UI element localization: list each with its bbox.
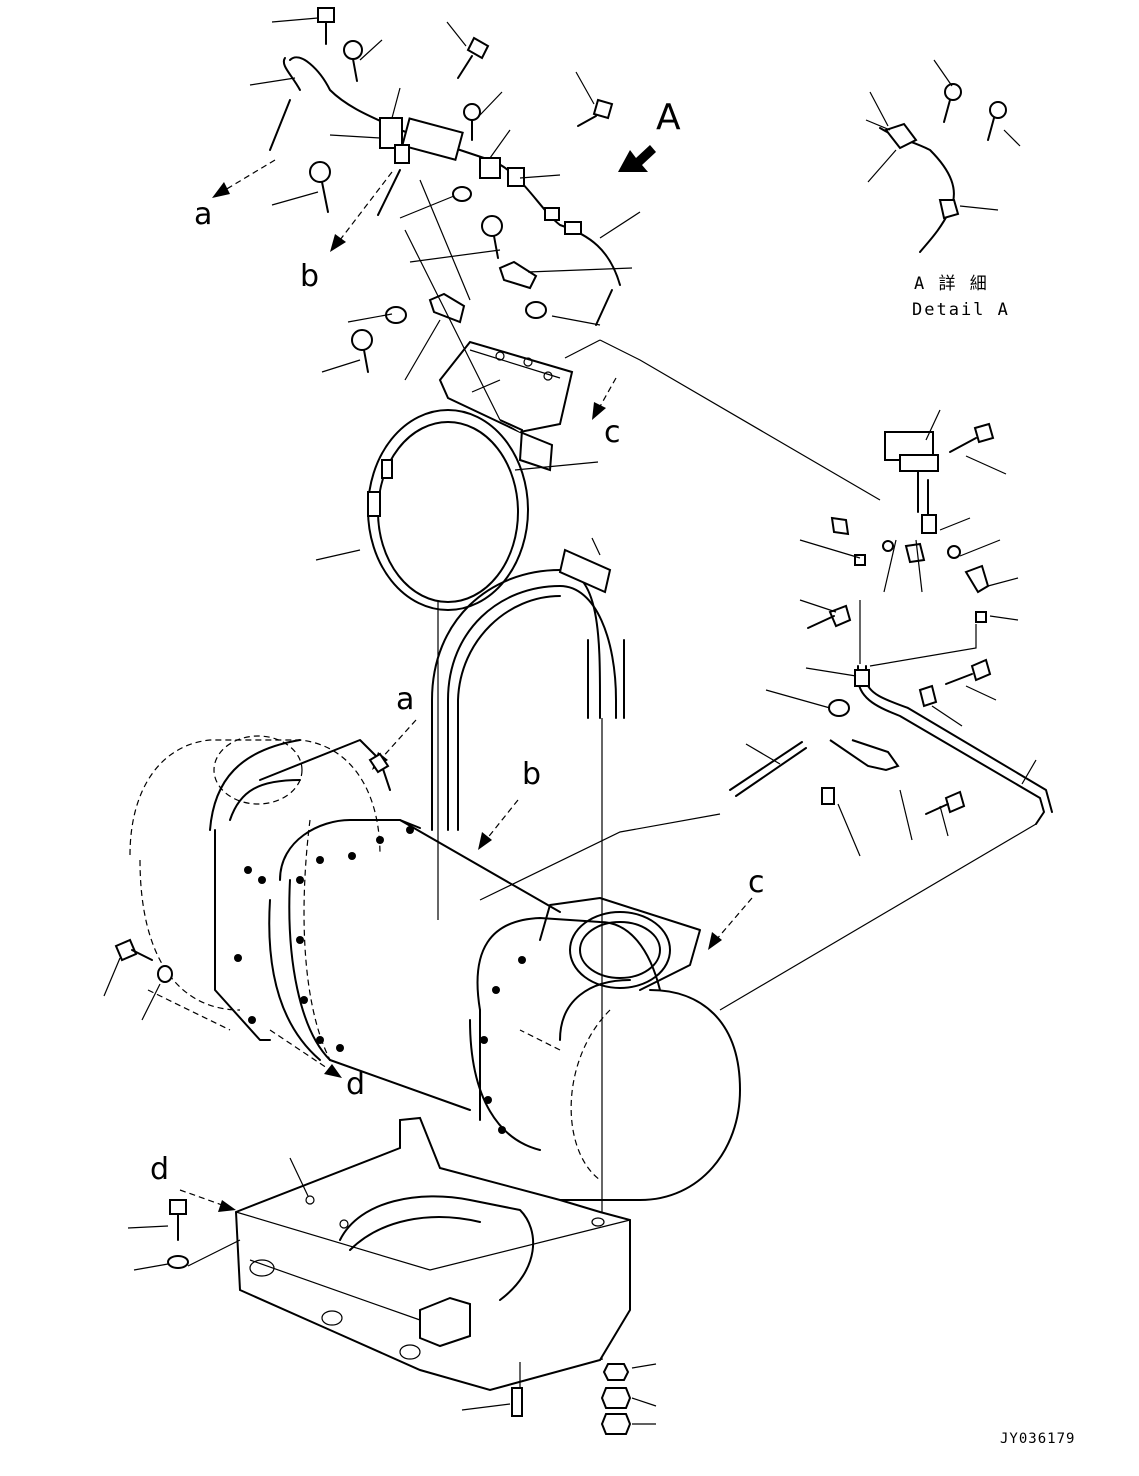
bolt-icon [317, 7, 335, 45]
reference-label-d-mid: d [346, 1067, 366, 1102]
bolt-icon [481, 215, 503, 259]
reference-arrow-a-top [212, 159, 276, 198]
drawing-code: JY036179 [1000, 1431, 1076, 1447]
bolt-icon [351, 329, 373, 373]
bolt-icon [457, 36, 490, 79]
bolt-icon [925, 790, 966, 815]
strap-band [315, 409, 529, 611]
reference-arrow-b-top [330, 171, 393, 252]
reference-label-c-mid: c [748, 865, 765, 900]
reference-arrow-c-mid [708, 897, 753, 950]
reference-arrow-c-top [592, 377, 617, 420]
bolt-icon [463, 103, 481, 141]
reference-arrow-d-low [179, 1189, 236, 1212]
reference-label-a-mid: a [396, 682, 415, 717]
bolt-icon [169, 1199, 187, 1241]
pressure-sensor-assembly [479, 409, 1053, 1011]
bolt-icon [343, 40, 363, 82]
bolt-icon [949, 422, 995, 453]
bolt-icon [309, 161, 331, 213]
bolt-icon [577, 98, 614, 127]
reference-arrow-a-mid [368, 719, 417, 774]
detail-title-ja: A 詳 細 [914, 274, 989, 294]
reference-arrow-b-mid [478, 799, 519, 850]
reference-label-a-top: a [194, 197, 213, 232]
reference-label-b-mid: b [522, 757, 542, 792]
bolt-icon [114, 938, 153, 962]
reference-label-b-top: b [300, 259, 320, 294]
bolt-icon [943, 83, 962, 123]
view-arrow-label: A [656, 97, 681, 138]
detail-title-en: Detail A [912, 300, 1010, 320]
mounting-plate [438, 340, 599, 472]
bolt-icon [807, 604, 852, 629]
bolt-icon [987, 101, 1007, 141]
reference-arrow-d-mid [269, 1029, 342, 1078]
support-bracket [234, 1116, 631, 1392]
sensor-bracket-assembly [249, 7, 641, 381]
view-arrow-icon [618, 145, 656, 172]
reference-label-d-low: d [150, 1152, 170, 1187]
reference-label-c-top: c [604, 415, 621, 450]
muffler-canister [129, 735, 741, 1201]
u-band-pair [431, 537, 625, 1360]
bolt-icon [945, 658, 992, 685]
detail-a-view [865, 59, 1021, 253]
